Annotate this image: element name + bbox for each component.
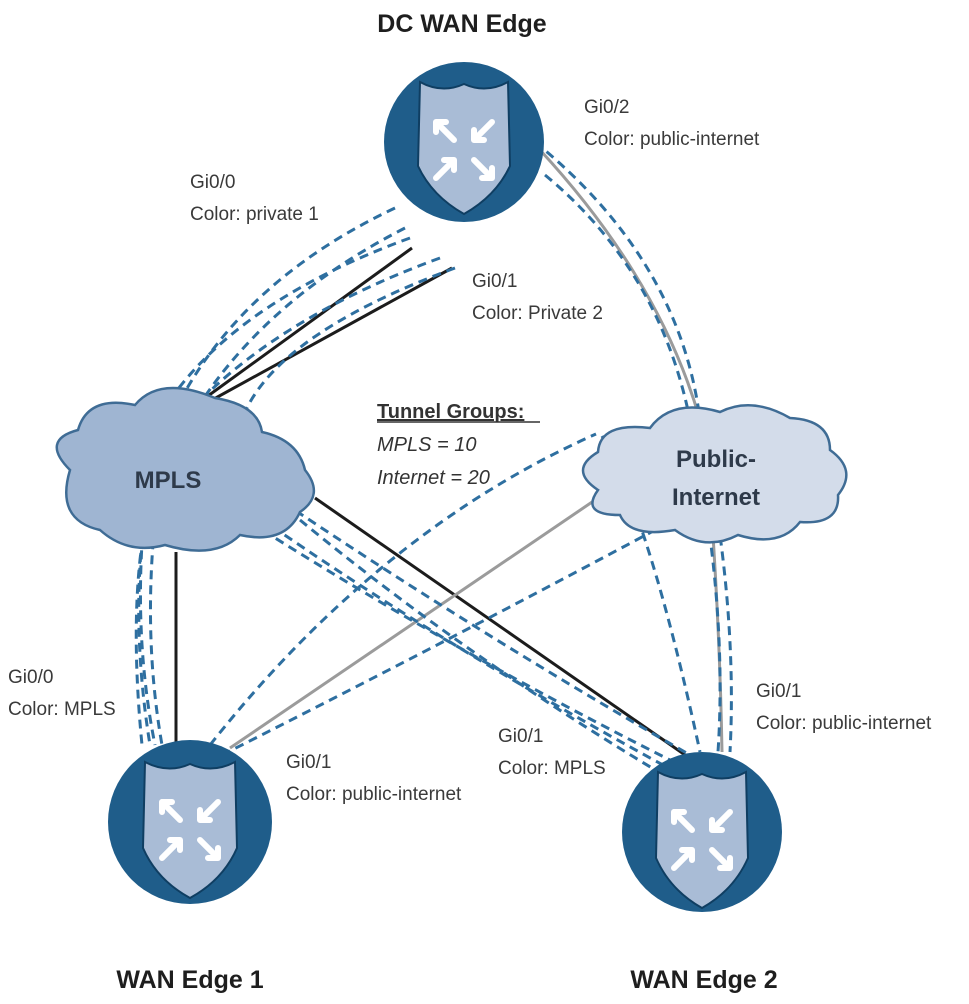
iface-name: Gi0/1 (286, 752, 331, 773)
dc-gi01-label: Gi0/1 Color: Private 2 (472, 271, 603, 324)
tunnel-dc-edge1-a (138, 206, 396, 746)
internet-cloud: Public- Internet (581, 404, 848, 544)
internet-link-dc (538, 148, 702, 421)
shield-icon (416, 80, 512, 216)
tunnel-groups-legend: Tunnel Groups: MPLS = 10 Internet = 20 (377, 401, 540, 489)
internet-cloud-label-line2: Internet (672, 484, 760, 511)
iface-color: Color: private 1 (190, 204, 319, 225)
tunnel-dc-edge1-d (137, 236, 411, 746)
iface-color: Color: public-internet (756, 713, 932, 734)
internet-link-edge1 (229, 496, 599, 750)
iface-name: Gi0/1 (756, 681, 801, 702)
internet-cloud-label-line1: Public- (676, 446, 756, 473)
edge1-gi01-label: Gi0/1 Color: public-internet (286, 752, 462, 805)
iface-color: Color: MPLS (8, 699, 116, 720)
iface-color: Color: public-internet (584, 129, 760, 150)
wan-edge-2-router[interactable] (622, 752, 782, 912)
tunnel-edge1-internet-b (221, 520, 671, 757)
iface-name: Gi0/0 (8, 667, 53, 688)
iface-name: Gi0/2 (584, 97, 629, 118)
mpls-cloud-label: MPLS (135, 467, 202, 494)
dc-gi02-label: Gi0/2 Color: public-internet (584, 97, 760, 150)
wan-edge-1-title: WAN Edge 1 (116, 966, 263, 994)
tunnel-edge1-internet-a (208, 432, 597, 746)
edge1-gi00-label: Gi0/0 Color: MPLS (8, 667, 116, 720)
mpls-cloud: MPLS (55, 386, 315, 552)
tunnel-mpls-edge2-c (259, 516, 677, 774)
edge2-gi01-mpls-label: Gi0/1 Color: MPLS (498, 726, 606, 779)
iface-color: Color: MPLS (498, 758, 606, 779)
dc-wan-edge-title: DC WAN Edge (377, 10, 547, 38)
mpls-link-dc-2 (171, 266, 453, 424)
tunnel-group-internet: Internet = 20 (377, 467, 490, 489)
mpls-link-edge2 (314, 496, 689, 759)
tunnel-mpls-edge2-a (171, 424, 691, 757)
iface-name: Gi0/1 (472, 271, 517, 292)
edge2-gi01-internet-label: Gi0/1 Color: public-internet (756, 681, 932, 734)
shield-icon (654, 770, 750, 910)
tunnel-mpls-edge2-d (299, 518, 673, 782)
iface-color: Color: public-internet (286, 784, 462, 805)
dc-gi00-label: Gi0/0 Color: private 1 (190, 172, 319, 225)
wan-edge-2-title: WAN Edge 2 (630, 966, 777, 994)
shield-icon (141, 760, 239, 900)
tunnel-group-mpls: MPLS = 10 (377, 434, 477, 456)
tunnel-groups-title: Tunnel Groups: (377, 401, 524, 423)
wan-edge-1-router[interactable] (108, 740, 272, 904)
tunnel-internet-edge2-a (600, 435, 702, 753)
iface-name: Gi0/1 (498, 726, 543, 747)
dc-wan-edge-router[interactable] (384, 62, 544, 222)
iface-name: Gi0/0 (190, 172, 235, 193)
mpls-link-dc-1 (171, 246, 413, 424)
iface-color: Color: Private 2 (472, 303, 603, 324)
